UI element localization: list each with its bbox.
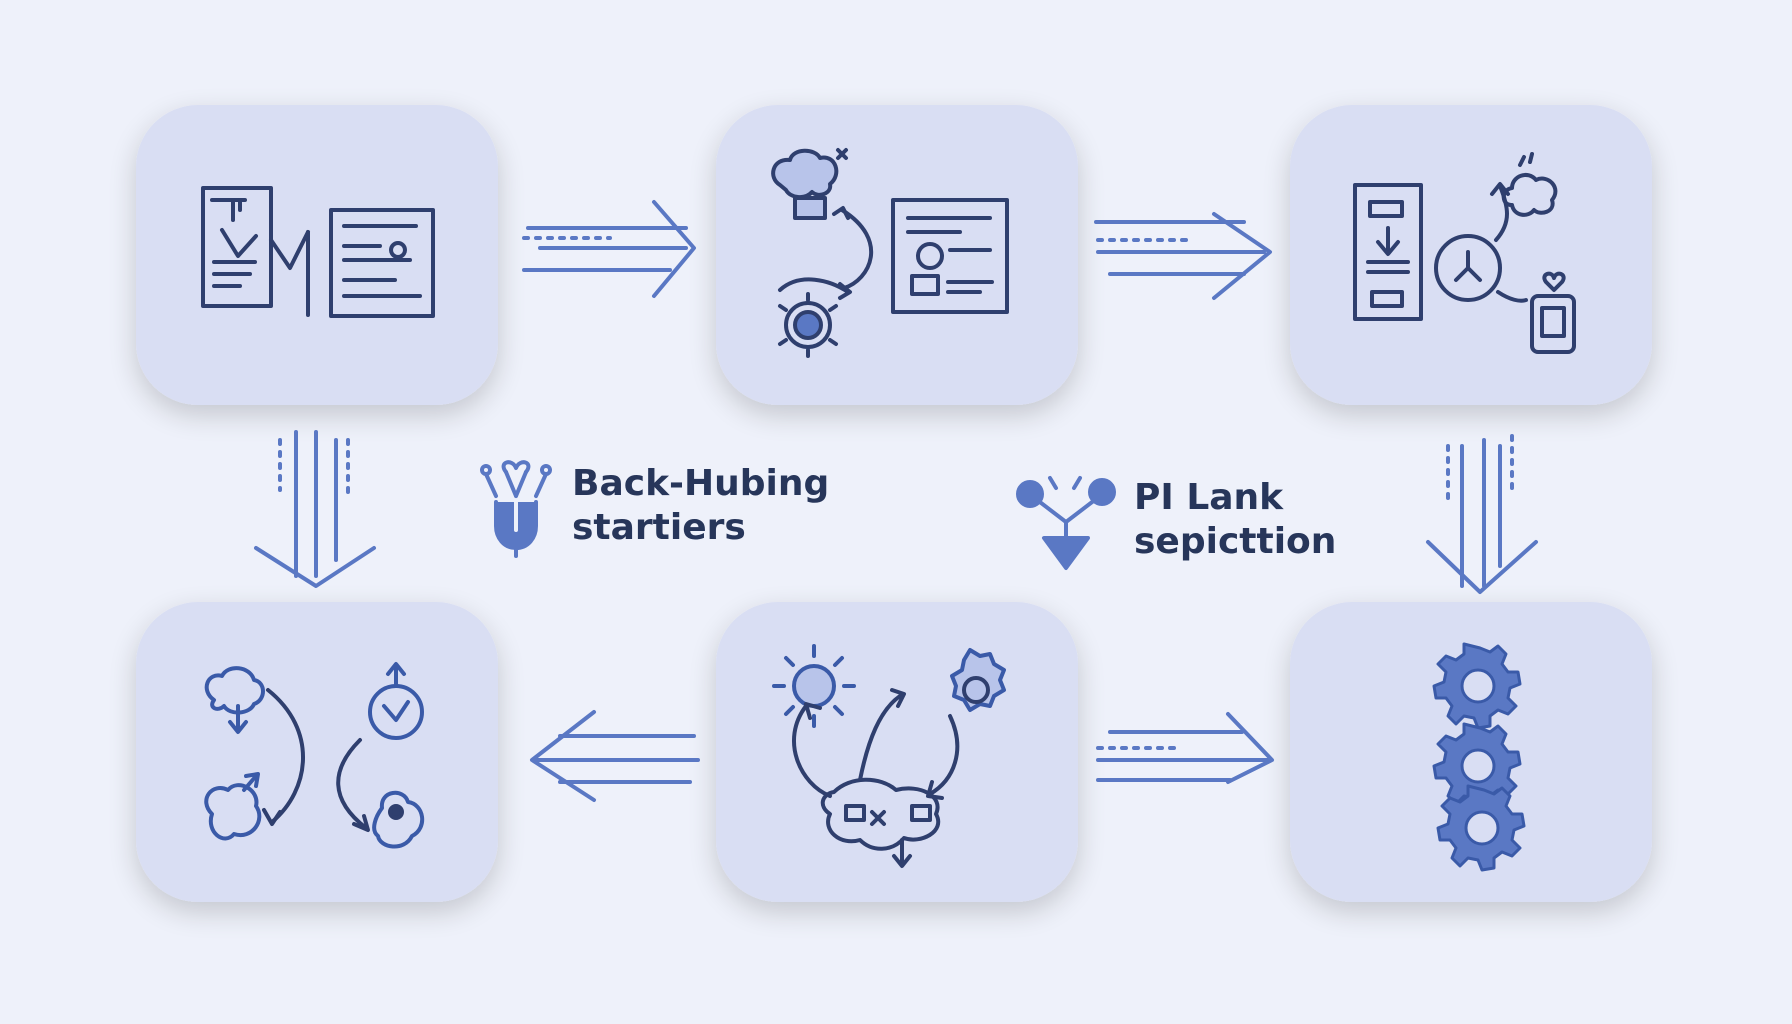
cycle-blobs-icon — [204, 662, 424, 849]
clock-cloud-document-icon — [1353, 152, 1576, 354]
card-hub — [716, 602, 1078, 902]
label-back-hubing: Back-Hubing startiers — [572, 462, 829, 550]
gear-hub-icon — [772, 644, 1006, 868]
label-back-hubing-line1: Back-Hubing — [572, 463, 830, 504]
label-pi-lank-line1: PI Lank — [1134, 477, 1284, 518]
label-pi-lank: PI Lank sepicttion — [1134, 476, 1336, 564]
arrow-hub-to-gears — [1096, 712, 1274, 784]
arrow-hub-to-cycle — [530, 710, 702, 802]
branch-funnel-icon — [480, 460, 552, 558]
card-schedule — [1290, 105, 1652, 405]
label-back-hubing-line2: startiers — [572, 507, 746, 548]
card-process — [716, 105, 1078, 405]
arrow-process-to-schedule — [1094, 212, 1272, 300]
stacked-gears-icon — [1432, 642, 1526, 872]
cloud-gear-document-icon — [771, 148, 1009, 358]
card-gears — [1290, 602, 1652, 902]
label-pi-lank-line2: sepicttion — [1134, 521, 1337, 562]
pi-link-icon — [1016, 476, 1116, 570]
card-documents — [136, 105, 498, 405]
arrow-schedule-to-gears — [1426, 434, 1538, 594]
arrow-docs-to-process — [522, 200, 696, 298]
card-cycle — [136, 602, 498, 902]
documents-icon — [201, 186, 435, 318]
arrow-docs-to-cycle — [254, 430, 376, 588]
